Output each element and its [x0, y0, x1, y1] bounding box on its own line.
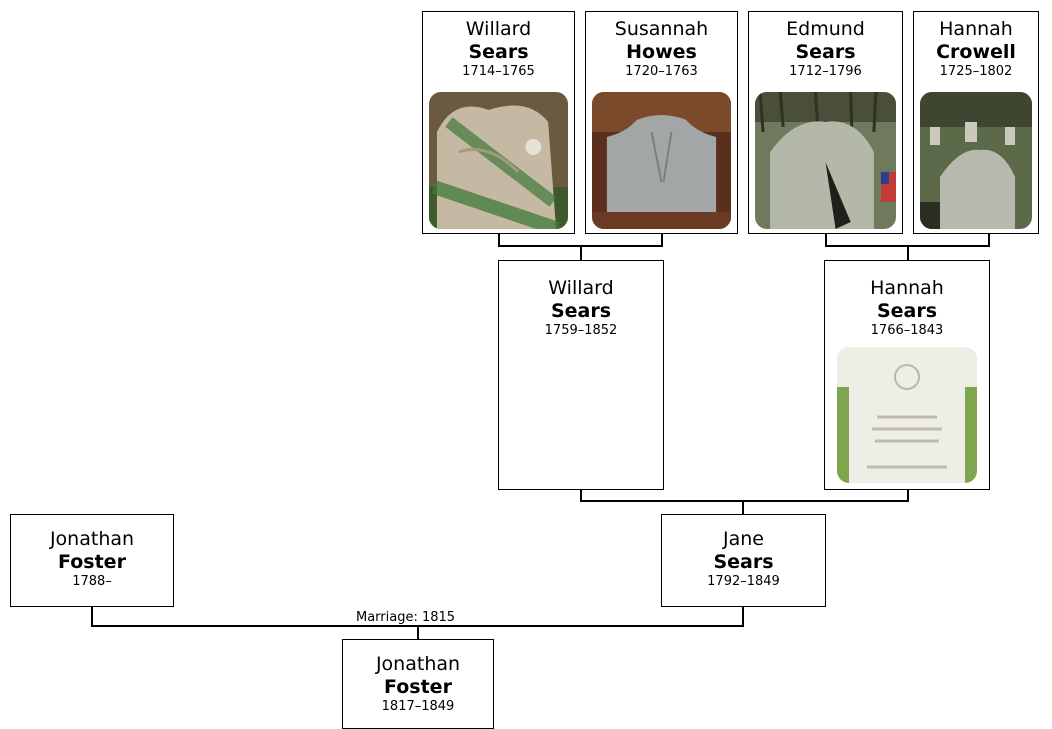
connector-line — [742, 500, 744, 515]
life-years: 1712–1796 — [789, 64, 862, 79]
life-years: 1766–1843 — [870, 323, 944, 338]
gravestone-photo — [837, 347, 977, 483]
connector-line — [580, 488, 582, 502]
given-name: Jonathan — [375, 653, 461, 675]
gravestone-photo — [592, 92, 731, 229]
given-name: Jane — [723, 528, 764, 550]
person-card-willard-sears-1714[interactable]: Willard Sears 1714–1765 — [422, 11, 575, 234]
surname: Crowell — [936, 41, 1016, 63]
connector-line — [661, 233, 663, 247]
given-name: Hannah — [870, 277, 944, 299]
given-name: Willard — [548, 277, 614, 299]
person-card-hannah-crowell[interactable]: Hannah Crowell 1725–1802 — [913, 11, 1039, 234]
marriage-label: Marriage: 1815 — [354, 610, 458, 625]
person-card-jonathan-foster-1788[interactable]: Jonathan Foster 1788– — [10, 514, 174, 607]
life-years: 1714–1765 — [462, 64, 535, 79]
surname: Sears — [550, 300, 612, 322]
connector-line — [91, 606, 93, 627]
gravestone-photo — [429, 92, 568, 229]
surname: Sears — [713, 551, 774, 573]
connector-line — [907, 245, 909, 261]
surname: Sears — [468, 41, 529, 63]
person-card-jonathan-foster-1817[interactable]: Jonathan Foster 1817–1849 — [342, 639, 494, 729]
connector-line — [825, 233, 827, 247]
surname: Sears — [876, 300, 938, 322]
connector-line — [907, 488, 909, 502]
person-card-hannah-sears[interactable]: Hannah Sears 1766–1843 — [824, 260, 990, 490]
given-name: Susannah — [614, 18, 709, 40]
connector-line — [742, 606, 744, 627]
person-card-susannah-howes[interactable]: Susannah Howes 1720–1763 — [585, 11, 738, 234]
person-card-jane-sears[interactable]: Jane Sears 1792–1849 — [661, 514, 826, 607]
life-years: 1817–1849 — [381, 699, 455, 714]
life-years: 1788– — [72, 574, 112, 589]
given-name: Jonathan — [49, 528, 135, 550]
surname: Howes — [626, 41, 697, 63]
person-card-willard-sears-1759[interactable]: Willard Sears 1759–1852 — [498, 260, 664, 490]
life-years: 1720–1763 — [625, 64, 698, 79]
surname: Foster — [58, 551, 126, 573]
surname: Foster — [384, 676, 452, 698]
connector-line — [988, 233, 990, 247]
person-card-edmund-sears[interactable]: Edmund Sears 1712–1796 — [748, 11, 903, 234]
connector-line — [417, 625, 419, 640]
life-years: 1792–1849 — [707, 574, 780, 589]
connector-line — [580, 500, 909, 502]
connector-line — [498, 233, 500, 247]
given-name: Hannah — [939, 18, 1013, 40]
given-name: Edmund — [786, 18, 865, 40]
given-name: Willard — [465, 18, 532, 40]
connector-line — [580, 245, 582, 261]
gravestone-photo — [755, 92, 896, 229]
life-years: 1759–1852 — [544, 323, 618, 338]
life-years: 1725–1802 — [939, 64, 1013, 79]
gravestone-photo — [920, 92, 1032, 229]
surname: Sears — [795, 41, 856, 63]
